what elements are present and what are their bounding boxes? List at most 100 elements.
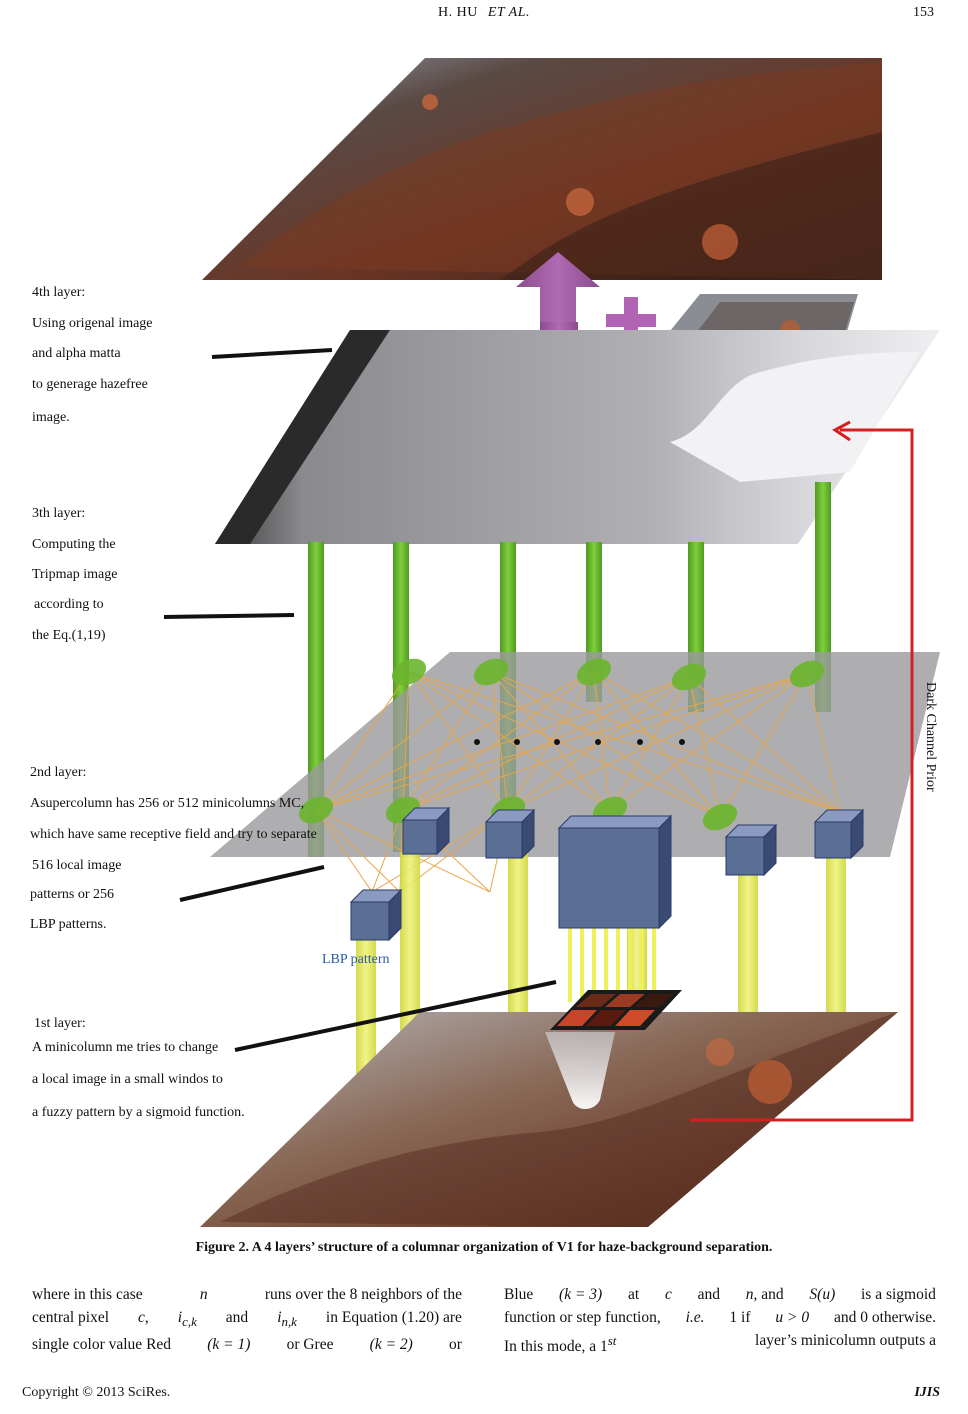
connection-line xyxy=(402,671,492,811)
dark-channel-label: Dark Channel Prior xyxy=(923,682,938,792)
minicolumn-ellipse xyxy=(473,658,509,686)
body-text: In this mode, a 1 xyxy=(504,1338,608,1356)
connection-line xyxy=(490,671,721,818)
connection-line xyxy=(315,671,595,811)
connection-line xyxy=(593,671,721,818)
math-var: c xyxy=(664,1286,672,1303)
connection-line xyxy=(371,809,404,893)
connection-line xyxy=(806,673,841,813)
cube-side xyxy=(850,808,864,860)
leader-lines xyxy=(162,348,557,1052)
body-text: 1 if xyxy=(729,1309,751,1326)
minicolumn-ellipse xyxy=(576,658,612,686)
yellow-column xyxy=(400,852,420,1052)
figure-caption: Figure 2. A 4 layers’ structure of a col… xyxy=(195,1240,773,1255)
connection-line xyxy=(315,671,492,811)
body-text: where in this case xyxy=(32,1286,143,1303)
cube-side xyxy=(658,814,672,930)
running-head-authors: H. HU xyxy=(437,5,478,20)
copyright: Copyright © 2013 SciRes. xyxy=(22,1385,171,1400)
cube-side xyxy=(388,888,402,942)
body-text: runs over the 8 neighbors of the xyxy=(264,1286,462,1303)
math-var: n xyxy=(745,1286,754,1303)
running-head-etal: ET AL. xyxy=(487,5,530,20)
yellow-fiber xyxy=(616,922,620,1002)
dark-channel-label-group: Dark Channel Prior xyxy=(923,682,938,792)
connection-line xyxy=(315,671,410,811)
connection-line xyxy=(402,676,690,811)
layer1-label-line: a local image in a small windos to xyxy=(32,1072,223,1087)
cube-front xyxy=(814,821,852,859)
layer3-label-line: Tripmap image xyxy=(32,567,118,582)
receptive-cone xyxy=(545,1032,615,1109)
cube-front xyxy=(485,821,523,859)
connection-line xyxy=(402,671,410,811)
layer4-label-line: to generage hazefree xyxy=(32,377,148,392)
body-line: Blue (k = 3) at c and n, and S(u) is a s… xyxy=(504,1283,936,1306)
minicolumn-ellipse xyxy=(671,663,707,691)
lbp-label: LBP pattern xyxy=(322,952,390,967)
layer3-tripmap-plane xyxy=(215,330,940,544)
cube-side xyxy=(763,823,777,877)
yellow-column xyxy=(738,852,758,1012)
connection-line xyxy=(315,809,373,893)
yellow-fiber xyxy=(652,922,656,1002)
cube-front xyxy=(558,827,660,929)
minicolumn-ellipse xyxy=(391,658,427,686)
body-line: where in this case n runs over the 8 nei… xyxy=(32,1283,462,1306)
math-subscript: c,k xyxy=(182,1314,197,1330)
layer4-label-line: Using origenal image xyxy=(32,316,153,331)
math-var: n xyxy=(199,1286,208,1303)
connection-line xyxy=(315,676,690,811)
layer2-label: 2nd layer: Asupercolumn has 256 or 512 m… xyxy=(22,760,317,940)
body-column-left: where in this case n runs over the 8 nei… xyxy=(32,1283,462,1356)
layer3-label-line: according to xyxy=(34,597,104,612)
layer1-label-line: a fuzzy pattern by a sigmoid function. xyxy=(32,1105,245,1120)
running-head: H. HU ET AL. xyxy=(0,5,968,21)
body-text: , and xyxy=(753,1286,784,1303)
figure-2: Dark Channel Prior LBP pattern xyxy=(162,58,940,1227)
layer2-label-line: LBP patterns. xyxy=(30,917,107,932)
cube-side xyxy=(436,806,450,856)
connection-line xyxy=(402,671,595,811)
math-subscript: n,k xyxy=(281,1314,297,1330)
layer4-label-line: 4th layer: xyxy=(32,285,86,300)
body-text: or Gree xyxy=(286,1336,334,1354)
connection-line xyxy=(593,671,841,813)
layer1-label: 1st layer: A minicolumn me tries to chan… xyxy=(24,1012,264,1130)
body-line: central pixel c, ic,k and in,k in Equati… xyxy=(32,1306,462,1333)
dark-channel-loop xyxy=(690,420,914,1122)
page-number: 153 xyxy=(913,5,934,20)
connection-line xyxy=(402,673,808,811)
layer4-label-line: image. xyxy=(32,410,70,425)
layer3-label: 3th layer: Computing the Tripmap image a… xyxy=(24,502,164,670)
body-text: or xyxy=(449,1336,462,1354)
cube-top xyxy=(557,815,673,829)
minicolumn-ellipse xyxy=(789,660,825,688)
journal-name: IJIS xyxy=(914,1385,940,1400)
layer2-label-line: Asupercolumn has 256 or 512 minicolumns … xyxy=(30,796,305,811)
connection-line xyxy=(315,673,808,811)
body-text: layer’s minicolumn outputs a xyxy=(755,1332,936,1349)
yellow-fiber xyxy=(592,922,596,1002)
layer4-output-image xyxy=(202,58,882,280)
minicolumn-ellipse xyxy=(298,796,334,824)
math-expr: S(u) xyxy=(809,1286,836,1303)
pixel-patch xyxy=(550,990,682,1030)
body-text: and 0 otherwise. xyxy=(833,1309,936,1326)
connection-line xyxy=(490,671,841,813)
yellow-fiber xyxy=(568,922,572,1002)
cube-side xyxy=(521,808,535,860)
page-header: H. HU ET AL. 153 xyxy=(0,0,968,40)
connection-line xyxy=(408,671,841,813)
yellow-fiber xyxy=(580,922,584,1002)
connection-line xyxy=(490,671,509,811)
yellow-column xyxy=(826,852,846,1027)
cube-front xyxy=(402,819,438,855)
body-text: single color value Red xyxy=(32,1336,172,1354)
layer3-label-line: the Eq.(1,19) xyxy=(32,628,106,643)
math-var: c xyxy=(138,1309,145,1326)
layer1-label-line: A minicolumn me tries to change xyxy=(32,1040,219,1055)
layer2-label-line: which have same receptive field and try … xyxy=(30,827,317,842)
minicolumn-ellipse xyxy=(702,803,738,831)
